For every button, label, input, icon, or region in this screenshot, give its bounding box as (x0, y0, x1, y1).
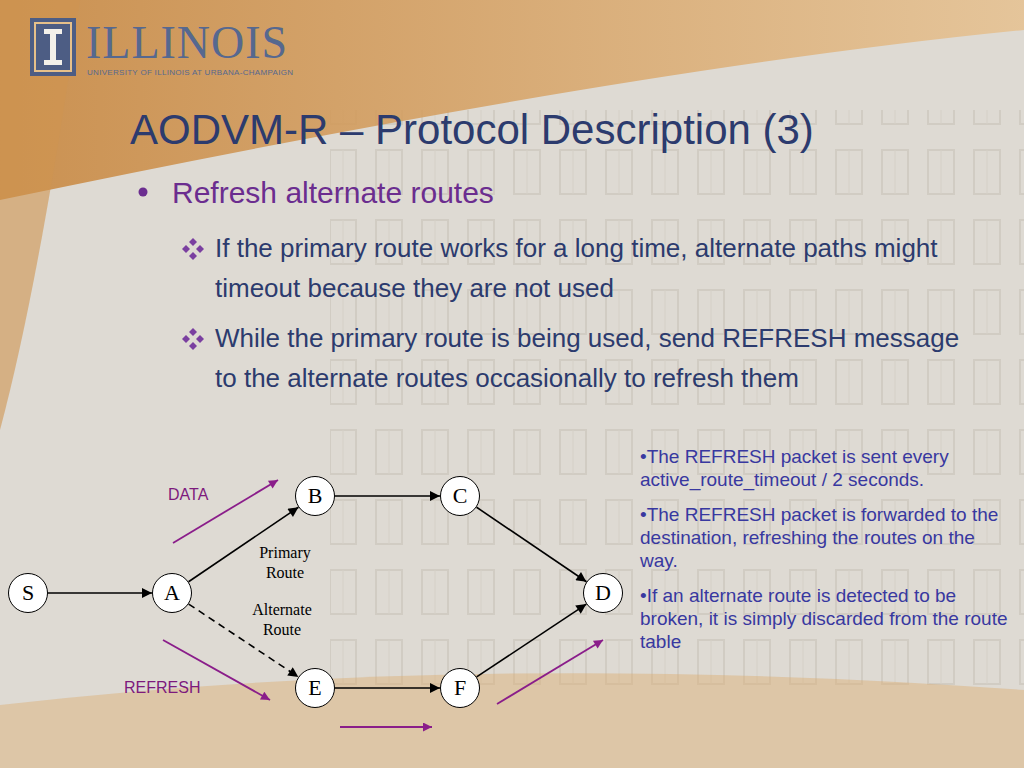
side-note: •The REFRESH packet is sent every active… (640, 445, 1012, 491)
route-link (335, 687, 440, 689)
node-name: C (453, 483, 468, 509)
node-circle: A (152, 573, 192, 613)
node-circle: E (295, 668, 335, 708)
slide-title: AODVM-R – Protocol Description (3) (130, 106, 814, 154)
refresh-arrow (497, 640, 603, 704)
sub-bullet: While the primary route is being used, s… (215, 318, 985, 398)
route-link (335, 495, 440, 497)
side-notes: •The REFRESH packet is sent every active… (640, 445, 1012, 665)
logo-subtitle: UNIVERSITY OF ILLINOIS AT URBANA-CHAMPAI… (87, 68, 293, 77)
route-label: Primary Route (252, 543, 318, 583)
route-label: Alternate Route (239, 600, 325, 640)
node-name: D (595, 580, 611, 606)
node-circle: S (8, 573, 48, 613)
refresh-arrow (340, 726, 432, 728)
node-circle: C (440, 476, 480, 516)
message-label: REFRESH (124, 679, 200, 697)
node-name: S (22, 580, 34, 606)
logo-wordmark: ILLINOIS (86, 16, 288, 69)
message-label: DATA (168, 486, 208, 504)
node-name: A (164, 580, 180, 606)
node-name: B (308, 483, 323, 509)
node-circle: D (583, 573, 623, 613)
side-note: •The REFRESH packet is forwarded to the … (640, 503, 1012, 572)
route-link (477, 507, 587, 582)
route-link (48, 592, 152, 594)
sub-bullet: If the primary route works for a long ti… (215, 228, 985, 308)
node-name: E (308, 675, 321, 701)
node-name: F (454, 675, 466, 701)
node-circle: B (295, 476, 335, 516)
node-circle: F (440, 668, 480, 708)
bullet-heading: Refresh alternate routes (172, 176, 494, 210)
route-link (477, 604, 587, 677)
side-note: •If an alternate route is detected to be… (640, 584, 1012, 653)
